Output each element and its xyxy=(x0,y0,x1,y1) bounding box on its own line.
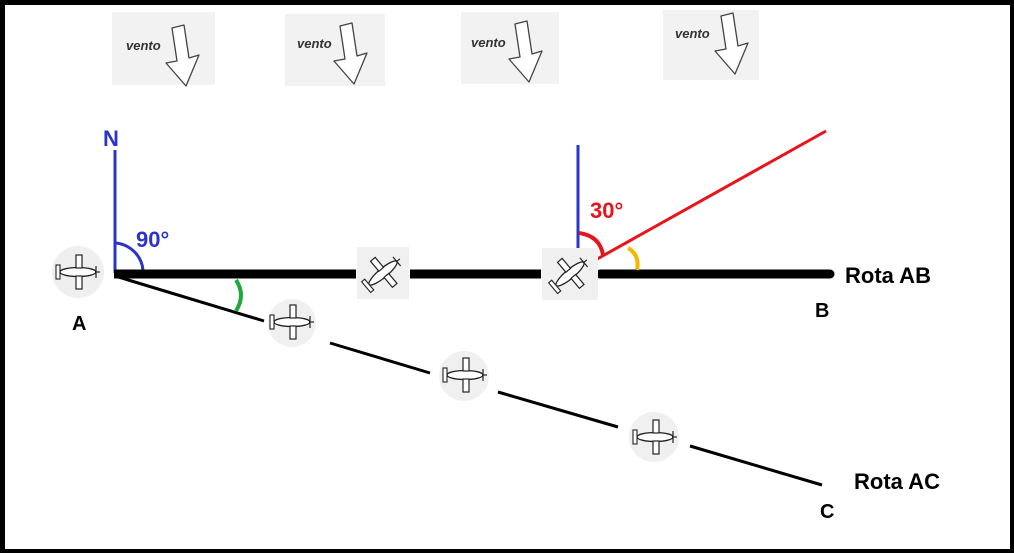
airplane-icon xyxy=(541,246,599,302)
heading-line xyxy=(589,129,827,265)
wind-indicator: vento xyxy=(285,14,385,86)
airplane-icon xyxy=(354,245,412,301)
airplane-icon xyxy=(268,299,316,347)
route-ac-label: Rota AC xyxy=(854,469,940,494)
north-label: N xyxy=(103,126,119,151)
airplane-icon xyxy=(52,246,104,298)
point-a-label: A xyxy=(72,313,86,335)
wind-label: vento xyxy=(126,38,161,53)
airplane-icon xyxy=(629,412,679,462)
angle-label-30: 30° xyxy=(590,198,623,223)
angle-arc-90 xyxy=(114,241,145,271)
airplane-icon xyxy=(439,351,489,401)
angle-label-90: 90° xyxy=(136,227,169,252)
wind-label: vento xyxy=(471,35,506,50)
wind-label: vento xyxy=(297,36,332,51)
route-ac-line xyxy=(114,274,823,487)
wind-label: vento xyxy=(675,26,710,41)
wind-indicator: vento xyxy=(663,10,759,80)
wind-indicator: vento xyxy=(112,12,215,87)
route-ab-label: Rota AB xyxy=(845,263,931,288)
point-c-label: C xyxy=(820,501,834,523)
drift-angle-arc-yellow xyxy=(626,246,640,271)
point-b-label: B xyxy=(815,300,829,322)
wind-indicator: vento xyxy=(461,12,559,84)
angle-arc-30 xyxy=(578,231,605,256)
drift-angle-arc-green xyxy=(234,278,243,313)
